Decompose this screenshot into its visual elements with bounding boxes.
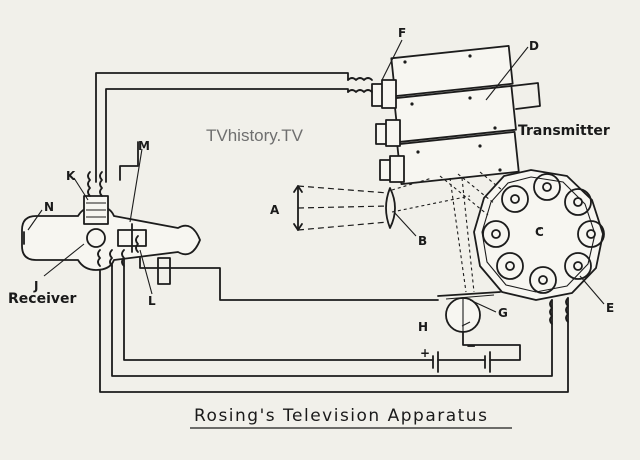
diagram-title: Rosing's Television Apparatus [194,406,488,426]
label-g: G [498,306,508,320]
label-d: D [529,39,539,53]
label-leaders [27,39,605,327]
coils-misc [97,235,569,325]
coil-k [83,171,109,225]
object-a-and-rays [293,185,389,231]
label-j: J [33,279,38,293]
circuit-wires [95,72,569,393]
label-k: K [66,169,76,183]
section-label-receiver: Receiver [8,291,76,307]
label-m: M [138,139,150,153]
battery [432,351,491,373]
label-c: C [535,225,544,239]
label-e: E [606,301,614,315]
mirror-wheel-c [473,169,605,301]
watermark: TVhistory.TV [206,126,304,145]
battery-minus: − [466,339,476,353]
label-l: L [148,294,156,308]
label-h: H [418,320,428,334]
label-n: N [44,200,54,214]
label-a: A [270,203,280,217]
section-label-transmitter: Transmitter [518,123,610,139]
label-f: F [398,26,406,40]
battery-plus: + [420,346,430,360]
braun-tube-receiver [21,205,201,285]
lens-b [385,187,396,229]
label-b: B [418,234,427,248]
photocell-h [437,291,501,333]
light-beams [391,171,503,293]
coil-f-drum-magnets [347,77,405,183]
mirror-drum-assembly [390,45,541,185]
